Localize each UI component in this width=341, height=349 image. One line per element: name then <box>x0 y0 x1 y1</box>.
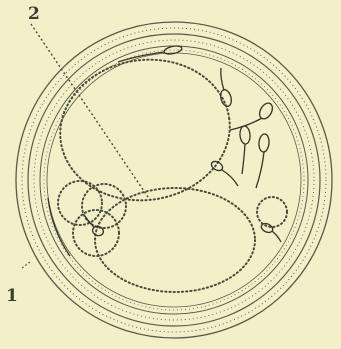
tadpole-right-top <box>230 101 275 130</box>
middle-wall-ring <box>28 34 320 326</box>
inner-wall-ring <box>40 46 308 314</box>
tadpole-right-b <box>256 134 270 188</box>
innermost-ring <box>47 53 301 307</box>
inner-wall-dotted-ring <box>34 40 314 320</box>
small-cell-lower <box>73 210 119 256</box>
lower-large-cell <box>95 188 255 292</box>
tadpole-top <box>118 45 183 62</box>
small-cell-right <box>257 197 287 227</box>
outer-wall-ring <box>16 22 332 338</box>
pointer-line-2 <box>31 24 150 200</box>
outer-wall-dotted-ring <box>22 28 326 332</box>
tadpole-upper-right <box>219 68 233 108</box>
tadpole-right-a <box>239 126 251 174</box>
tadpole-right-c <box>210 160 238 186</box>
label-2: 2 <box>28 6 40 23</box>
label-1: 1 <box>6 288 18 305</box>
small-cell-left <box>58 181 102 225</box>
upper-large-cell <box>51 49 239 211</box>
pointer-line-1 <box>22 262 30 268</box>
